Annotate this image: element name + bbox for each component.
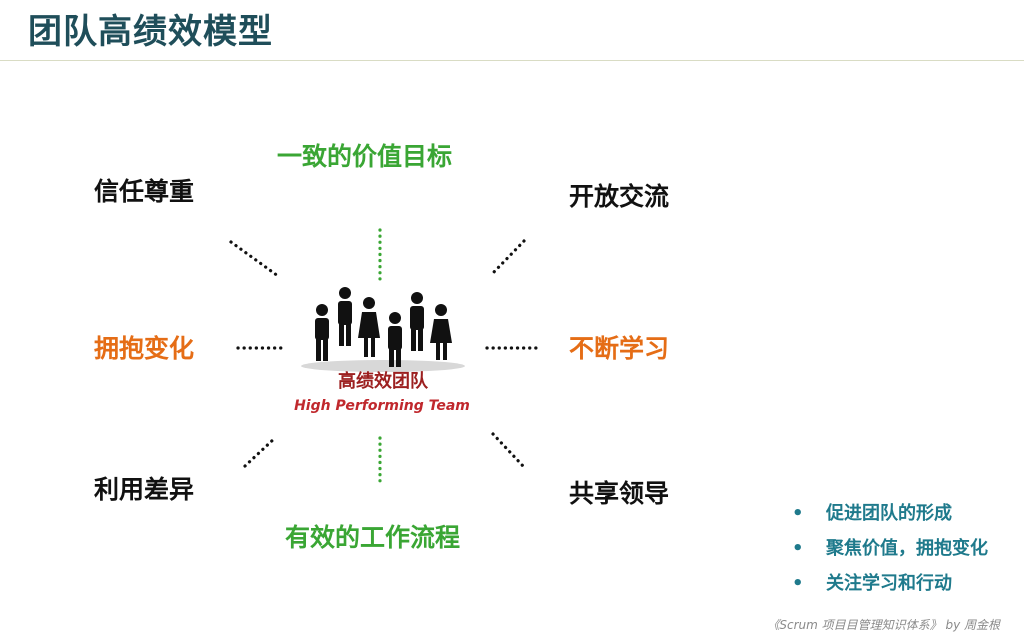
node-mid-right: 不断学习 <box>569 334 670 363</box>
center-label-cn: 高绩效团队 <box>338 371 428 392</box>
connector-bottom-right <box>491 432 525 468</box>
bullet-dot-icon: • <box>792 573 804 594</box>
summary-bullets: •促进团队的形成 •聚焦价值，拥抱变化 •关注学习和行动 <box>792 496 988 601</box>
bullet-item: •聚焦价值，拥抱变化 <box>792 531 988 566</box>
title-divider <box>0 60 1024 61</box>
page-title: 团队高绩效模型 <box>28 12 273 52</box>
bullet-dot-icon: • <box>792 538 804 559</box>
node-top-right: 开放交流 <box>569 182 670 211</box>
node-bottom-left: 利用差异 <box>94 475 195 504</box>
node-top: 一致的价值目标 <box>277 142 453 171</box>
node-bottom-right: 共享领导 <box>569 479 670 508</box>
center-label-en: High Performing Team <box>294 398 470 414</box>
node-bottom: 有效的工作流程 <box>285 523 461 552</box>
bullet-dot-icon: • <box>792 503 804 524</box>
bullet-item: •关注学习和行动 <box>792 566 988 601</box>
bullet-item: •促进团队的形成 <box>792 496 988 531</box>
connector-top-right <box>491 239 526 275</box>
team-people-icon <box>301 287 465 372</box>
node-mid-left: 拥抱变化 <box>94 334 195 363</box>
connector-bottom-left <box>243 435 278 468</box>
connector-top-left <box>229 240 280 278</box>
node-top-left: 信任尊重 <box>94 177 195 206</box>
footer-credit: 《Scrum 项目目管理知识体系》 by 周金根 <box>767 618 1000 632</box>
